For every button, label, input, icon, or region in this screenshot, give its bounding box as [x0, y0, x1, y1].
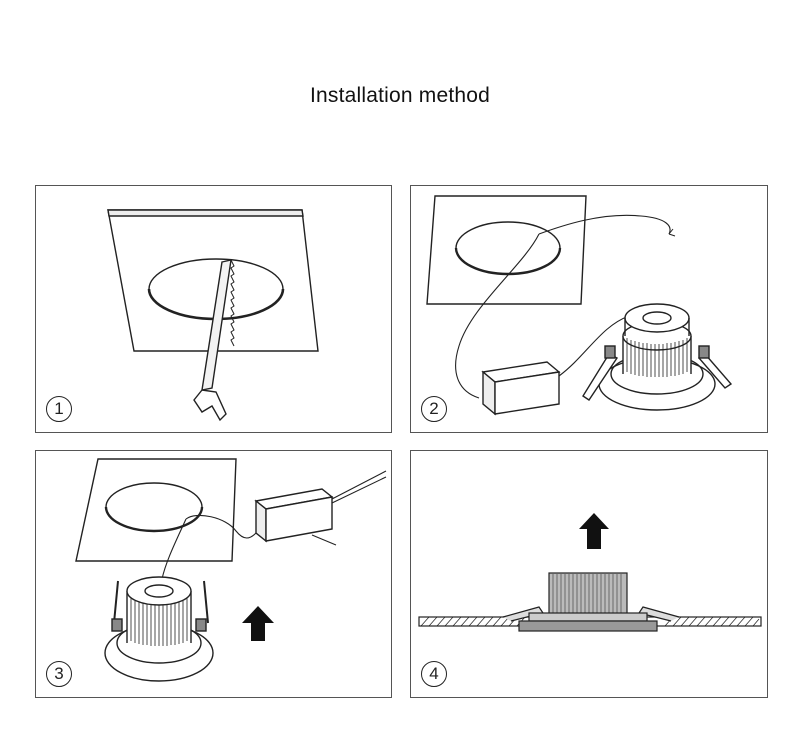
saw-cutting-ceiling-illustration — [107, 209, 319, 422]
step-1-panel: 1 — [35, 185, 392, 433]
step-number-badge: 2 — [421, 396, 447, 422]
installed-lamp-illustration — [418, 513, 762, 632]
connect-driver-illustration — [426, 195, 733, 416]
up-arrow-icon — [242, 606, 274, 641]
step-number-badge: 3 — [46, 661, 72, 687]
step-3-panel: 3 — [35, 450, 392, 698]
step-4-panel: 4 — [410, 450, 768, 698]
step-2-panel: 2 — [410, 185, 768, 433]
step-number-badge: 4 — [421, 661, 447, 687]
up-arrow-icon — [579, 513, 609, 549]
step-number-badge: 1 — [46, 396, 72, 422]
diagram-title: Installation method — [309, 84, 491, 107]
insert-lamp-illustration — [75, 458, 387, 682]
